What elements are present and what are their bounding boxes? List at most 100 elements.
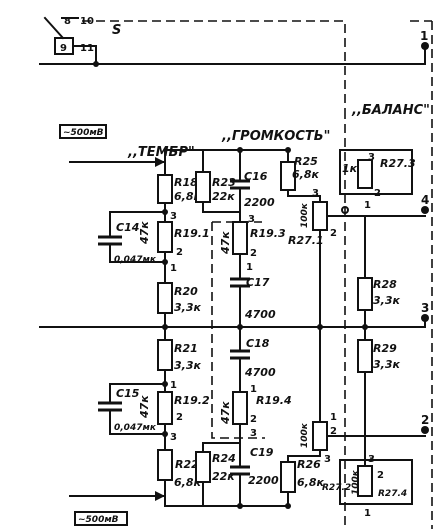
R27-2-ref: R27.2 [322, 483, 351, 493]
R29-value: 3,3к [373, 358, 400, 371]
input-top-arrow [155, 157, 165, 167]
R19-1-ref: R19.1 [174, 227, 210, 240]
r19-gang-linkage [211, 222, 265, 439]
potentiometer-R27-4 [357, 465, 373, 497]
R19-3-value: 47к [219, 231, 232, 255]
volume-label: ,,ГРОМКОСТЬ" [221, 129, 330, 144]
R19-2-value: 47к [138, 395, 151, 419]
R19-1-pin3: 3 [170, 211, 177, 222]
input-bottom-label: ~500мВ [78, 515, 119, 525]
R27-3-pin3: 3 [368, 152, 375, 163]
resistor-R22 [157, 449, 173, 481]
junction-r25 [285, 147, 291, 153]
connector-pin-8: 8 [64, 16, 71, 27]
R19-3-pin1: 1 [246, 262, 253, 273]
terminal-2-label: 2 [421, 413, 429, 427]
R19-3-pin2: 2 [250, 248, 257, 259]
R25-value: 6,8к [292, 168, 319, 181]
terminal-4-dot [421, 206, 429, 214]
R28-value: 3,3к [373, 294, 400, 307]
resistor-R20 [157, 282, 173, 314]
C17-ref: C17 [246, 276, 270, 289]
R19-4-pin3: 3 [250, 428, 257, 439]
R27-2-pin2: 2 [330, 426, 337, 437]
resistor-R29 [357, 339, 373, 373]
C16-ref: C16 [244, 170, 268, 183]
R19-1-value: 47к [138, 221, 151, 245]
terminal-4-label: 4 [421, 193, 429, 207]
R23-ref: R23 [212, 176, 236, 189]
C15-value: 0,047мк [114, 423, 157, 433]
C16-value: 2200 [244, 196, 275, 209]
potentiometer-R19-2 [157, 391, 173, 425]
junction-ground-left [162, 324, 168, 330]
R28-ref: R28 [373, 278, 397, 291]
R26-ref: R26 [297, 458, 321, 471]
C14-ref: C14 [116, 221, 139, 234]
junction-c19 [237, 503, 243, 509]
switch-linkage [82, 20, 433, 529]
R18-ref: R18 [174, 176, 198, 189]
R19-2-pin3: 3 [170, 432, 177, 443]
R19-1-pin1: 1 [170, 263, 177, 274]
potentiometer-R19-3 [232, 221, 248, 255]
C18-value: 4700 [244, 366, 276, 379]
R27-4-pin3: 3 [368, 454, 375, 465]
input-bottom-box [74, 511, 128, 526]
resistor-R21 [157, 339, 173, 371]
R27-1-value: 100к [300, 202, 310, 228]
R23-value: 22к [212, 190, 235, 203]
R27-2-pin3: 3 [324, 454, 331, 465]
balance-label: ,,БАЛАНС" [351, 103, 430, 118]
terminal-3-label: 3 [421, 301, 429, 315]
R21-value: 3,3к [174, 359, 201, 372]
terminal-1-label: 1 [420, 29, 428, 43]
R27-3-pin2: 2 [374, 188, 381, 199]
terminal-2-dot [421, 426, 429, 434]
C14-value: 0,047мк [114, 255, 157, 265]
R19-2-pin1: 1 [170, 380, 177, 391]
junction-c16 [237, 147, 243, 153]
R18-value: 6,8к [174, 190, 201, 203]
balance-contact-top [341, 206, 349, 214]
potentiometer-R27-3 [357, 159, 373, 189]
R27-1-pin2: 2 [330, 228, 337, 239]
potentiometer-R27-2 [312, 421, 328, 451]
R22-value: 6,8к [174, 476, 201, 489]
resistor-R26 [280, 461, 296, 493]
potentiometer-R19-1 [157, 221, 173, 253]
C18-ref: C18 [246, 337, 270, 350]
R27-3-value: 1к [342, 162, 358, 175]
R20-ref: R20 [174, 285, 198, 298]
input-bottom: ~500мВ [69, 491, 166, 526]
resistor-R24 [195, 451, 211, 483]
R24-ref: R24 [212, 452, 236, 465]
C17-value: 4700 [244, 308, 276, 321]
R26-value: 6,8к [297, 476, 324, 489]
R19-2-pin2: 2 [176, 412, 183, 423]
connector-pin-9: 9 [60, 43, 67, 54]
R19-4-pin2: 2 [250, 414, 257, 425]
R19-2-ref: R19.2 [174, 394, 210, 407]
resistor-R28 [357, 277, 373, 311]
input-top-label: ~500мВ [63, 128, 104, 138]
R27-1-pin3: 3 [312, 188, 319, 199]
balance-R27-4-frame [339, 459, 413, 505]
R27-3-pin1: 1 [364, 200, 371, 211]
junction-bus [93, 61, 99, 67]
R25-ref: R25 [294, 155, 318, 168]
R22-ref: R22 [175, 458, 199, 471]
R24-value: 22к [212, 470, 235, 483]
R19-4-pin1: 1 [250, 384, 257, 395]
R21-ref: R21 [174, 342, 198, 355]
C19-ref: C19 [250, 446, 274, 459]
input-top: ~500мВ [59, 124, 166, 167]
balance-R27-3-frame [339, 149, 413, 195]
R27-4-pin1: 1 [364, 508, 371, 519]
connector-pin-11: 11 [80, 43, 94, 54]
junction-r26 [285, 503, 291, 509]
potentiometer-R27-1 [312, 201, 328, 231]
resistor-R18 [157, 174, 173, 204]
R27-4-ref: R27.4 [378, 489, 407, 499]
